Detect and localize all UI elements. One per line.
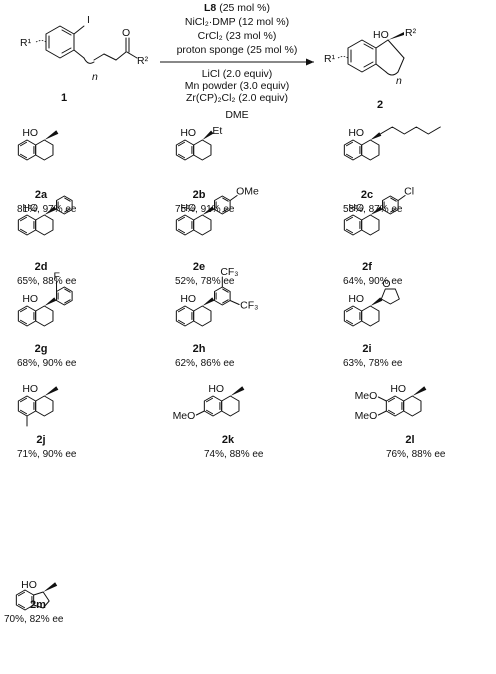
product-2m: HO 2m 70%, 82% ee: [4, 579, 64, 625]
carbonyl-oxygen: O: [122, 27, 130, 39]
hydroxyl-label: HO: [22, 383, 38, 395]
condition-7: Zr(CP)₂Cl₂ (2.0 equiv): [186, 92, 288, 104]
compound-label: 2l: [405, 434, 414, 446]
product-r2: R²: [405, 27, 417, 39]
compound-label: 2d: [35, 261, 48, 273]
para-substituent: Cl: [404, 186, 414, 198]
reactant-1: I n O R² R¹ 1: [20, 14, 149, 104]
compound-label: 2e: [193, 261, 205, 273]
meta-substituent: F: [54, 271, 60, 283]
meta-substituent-2: CF₃: [240, 300, 258, 312]
compound-label: 2g: [35, 343, 48, 355]
yield-ee: 81%, 97% ee: [17, 204, 77, 215]
ethyl-label: Et: [212, 125, 222, 137]
product-2h: HO CF₃ CF₃ 2h 62%, 86% ee: [175, 266, 258, 369]
condition-4: proton sponge (25 mol %): [177, 44, 298, 56]
product-2b: HO Et 2b 75%, 91% ee: [175, 125, 235, 215]
condition-2: NiCl₂·DMP (12 mol %): [185, 16, 289, 28]
hydroxyl-label: HO: [348, 293, 364, 305]
hydroxyl-label: HO: [348, 202, 364, 214]
conditions: L8 (25 mol %) NiCl₂·DMP (12 mol %) CrCl₂…: [160, 2, 314, 121]
condition-3: CrCl₂ (23 mol %): [198, 30, 277, 42]
product-2: HO R² R¹ n 2: [324, 27, 417, 111]
yield-ee: 63%, 78% ee: [343, 358, 403, 369]
hydroxyl-label: HO: [390, 383, 406, 395]
reactant-label: 1: [61, 92, 67, 104]
product-2e: HO OMe 2e 52%, 78% ee: [175, 186, 259, 288]
yield-ee: 52%, 78% ee: [175, 276, 235, 287]
product-ho: HO: [373, 29, 389, 41]
yield-ee: 70%, 82% ee: [4, 614, 64, 625]
yield-ee: 74%, 88% ee: [204, 449, 264, 460]
yield-ee: 65%, 88% ee: [17, 276, 77, 287]
hydroxyl-label: HO: [208, 383, 224, 395]
product-2f: HO Cl 2f 64%, 90% ee: [343, 186, 414, 288]
product-2j: HO 2j 71%, 90% ee: [17, 383, 77, 460]
yield-ee: 68%, 90% ee: [17, 358, 77, 369]
condition-1: L8 (25 mol %): [204, 2, 270, 14]
hydroxyl-label: HO: [348, 127, 364, 139]
arrow-head-icon: [306, 58, 314, 66]
compound-label: 2a: [35, 189, 48, 201]
ring-substituent: MeO: [173, 410, 196, 422]
compound-label: 2h: [193, 343, 206, 355]
product-2i: HO O 2i 63%, 78% ee: [343, 278, 403, 369]
yield-ee: 75%, 91% ee: [175, 204, 235, 215]
iodo-label: I: [87, 14, 90, 26]
yield-ee: 64%, 90% ee: [343, 276, 403, 287]
condition-5: LiCl (2.0 equiv): [202, 68, 273, 80]
compound-label: 2i: [362, 343, 371, 355]
hydroxyl-label: HO: [22, 293, 38, 305]
para-substituent: OMe: [236, 186, 259, 198]
product-2g: HO F 2g 68%, 90% ee: [17, 271, 77, 370]
condition-8: DME: [225, 109, 248, 121]
meta-substituent-1: CF₃: [220, 266, 238, 278]
yield-ee: 71%, 90% ee: [17, 449, 77, 460]
furan-oxygen: O: [382, 278, 390, 290]
product-2l: HO MeO MeO 2l 76%, 88% ee: [355, 383, 446, 460]
product-n: n: [396, 75, 402, 87]
hydroxyl-label: HO: [22, 127, 38, 139]
product-r1: R¹: [324, 53, 336, 65]
hydroxyl-label: HO: [21, 579, 37, 591]
hydroxyl-label: HO: [180, 293, 196, 305]
reactant-r2: R²: [137, 55, 149, 67]
yield-ee: 53%, 87% ee: [343, 204, 403, 215]
compound-label: 2c: [361, 189, 373, 201]
yield-ee: 62%, 86% ee: [175, 358, 235, 369]
reactant-r1: R¹: [20, 37, 32, 49]
compound-label: 2b: [193, 189, 206, 201]
compound-label: 2f: [362, 261, 372, 273]
ring-substituent-2: MeO: [355, 410, 378, 422]
condition-6: Mn powder (3.0 equiv): [185, 80, 289, 92]
hydroxyl-label: HO: [180, 127, 196, 139]
compound-label: 2j: [36, 434, 45, 446]
compound-label: 2m: [30, 599, 46, 611]
reactant-n: n: [92, 71, 98, 83]
product-label: 2: [377, 99, 383, 111]
compound-label: 2k: [222, 434, 235, 446]
hydroxyl-label: HO: [180, 202, 196, 214]
product-2d: HO 2d 65%, 88% ee: [17, 195, 77, 287]
hydroxyl-label: HO: [22, 202, 38, 214]
product-2k: HO MeO 2k 74%, 88% ee: [173, 383, 264, 460]
ring-substituent-1: MeO: [355, 390, 378, 402]
yield-ee: 76%, 88% ee: [386, 449, 446, 460]
